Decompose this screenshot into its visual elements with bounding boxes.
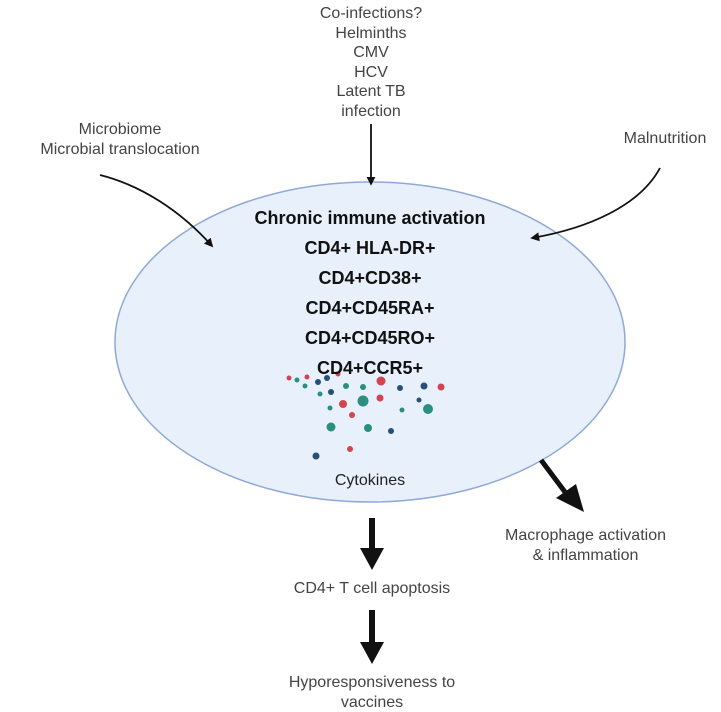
cytokine-dot (294, 377, 300, 383)
macrophage-arrow (539, 458, 584, 512)
core-marker: CD4+CD45RO+ (304, 328, 436, 348)
coinfections-label: Co-infections? Helminths CMV HCV Latent … (271, 4, 471, 121)
hypo-label: Hyporesponsiveness to vaccines (252, 673, 492, 712)
cytokine-dot (388, 428, 394, 434)
coinfections-line: Co-infections? (319, 5, 423, 22)
coinfections-line: Helminths (335, 24, 407, 42)
cytokine-dot (360, 384, 366, 390)
core-marker: CD4+CCR5+ (316, 358, 424, 378)
hypo-line: vaccines (340, 693, 404, 711)
cytokine-dot (312, 452, 320, 460)
cytokines-label: Cytokines (334, 472, 406, 489)
apoptosis-arrow (360, 518, 384, 570)
cytokine-dot (286, 375, 292, 381)
apoptosis-label: CD4+ T cell apoptosis (293, 580, 451, 597)
cytokine-dot (397, 385, 403, 391)
cytokine-dot (328, 389, 334, 395)
core-marker: CD4+CD45RA+ (305, 298, 435, 318)
core-marker: CD4+ HLA-DR+ (304, 238, 436, 258)
microbiome-label: Microbiome Microbial translocation (20, 120, 220, 159)
cytokine-dot (423, 404, 433, 414)
cytokine-dot (364, 424, 372, 432)
cytokine-dot (399, 407, 405, 413)
cytokine-dot (343, 383, 349, 389)
malnutrition-label: Malnutrition (623, 130, 707, 147)
cytokine-dot (326, 422, 336, 432)
coinfections-line: CMV (353, 44, 389, 61)
cytokine-dot (317, 391, 323, 397)
cytokine-dot (339, 400, 347, 408)
cytokine-dot (327, 405, 333, 411)
cytokine-dot (437, 383, 445, 391)
coinfections-line: Latent TB (336, 83, 406, 100)
microbiome-line: Microbiome (78, 121, 162, 138)
hypo-arrow (360, 610, 384, 664)
macrophage-line: Macrophage activation (505, 527, 666, 544)
cytokine-dot (376, 394, 384, 402)
cytokine-dot (302, 383, 308, 389)
cytokine-dot (357, 395, 369, 407)
cytokine-dot (416, 397, 422, 403)
macrophage-label: Macrophage activation & inflammation (493, 526, 678, 565)
cytokine-dot (349, 412, 355, 418)
malnutrition-arrow (530, 167, 661, 242)
cytokine-dot (420, 382, 428, 390)
core-text: Chronic immune activation CD4+ HLA-DR+ C… (160, 203, 580, 383)
cytokine-dot (324, 375, 330, 381)
cytokine-dot (315, 379, 321, 385)
cytokine-dot (304, 374, 310, 380)
core-title: Chronic immune activation (254, 208, 486, 228)
cytokine-dots (286, 371, 445, 460)
cytokine-dot (335, 371, 341, 377)
coinfections-line: HCV (354, 63, 388, 81)
coinfections-line: infection (341, 102, 401, 120)
cytokine-dot (347, 446, 353, 452)
microbiome-line: Microbial translocation (40, 140, 200, 158)
microbiome-arrow (99, 174, 214, 248)
cytokine-dot (376, 376, 386, 386)
macrophage-line: & inflammation (532, 546, 639, 564)
hypo-line: Hyporesponsiveness to (288, 674, 456, 691)
core-marker: CD4+CD38+ (318, 268, 422, 288)
